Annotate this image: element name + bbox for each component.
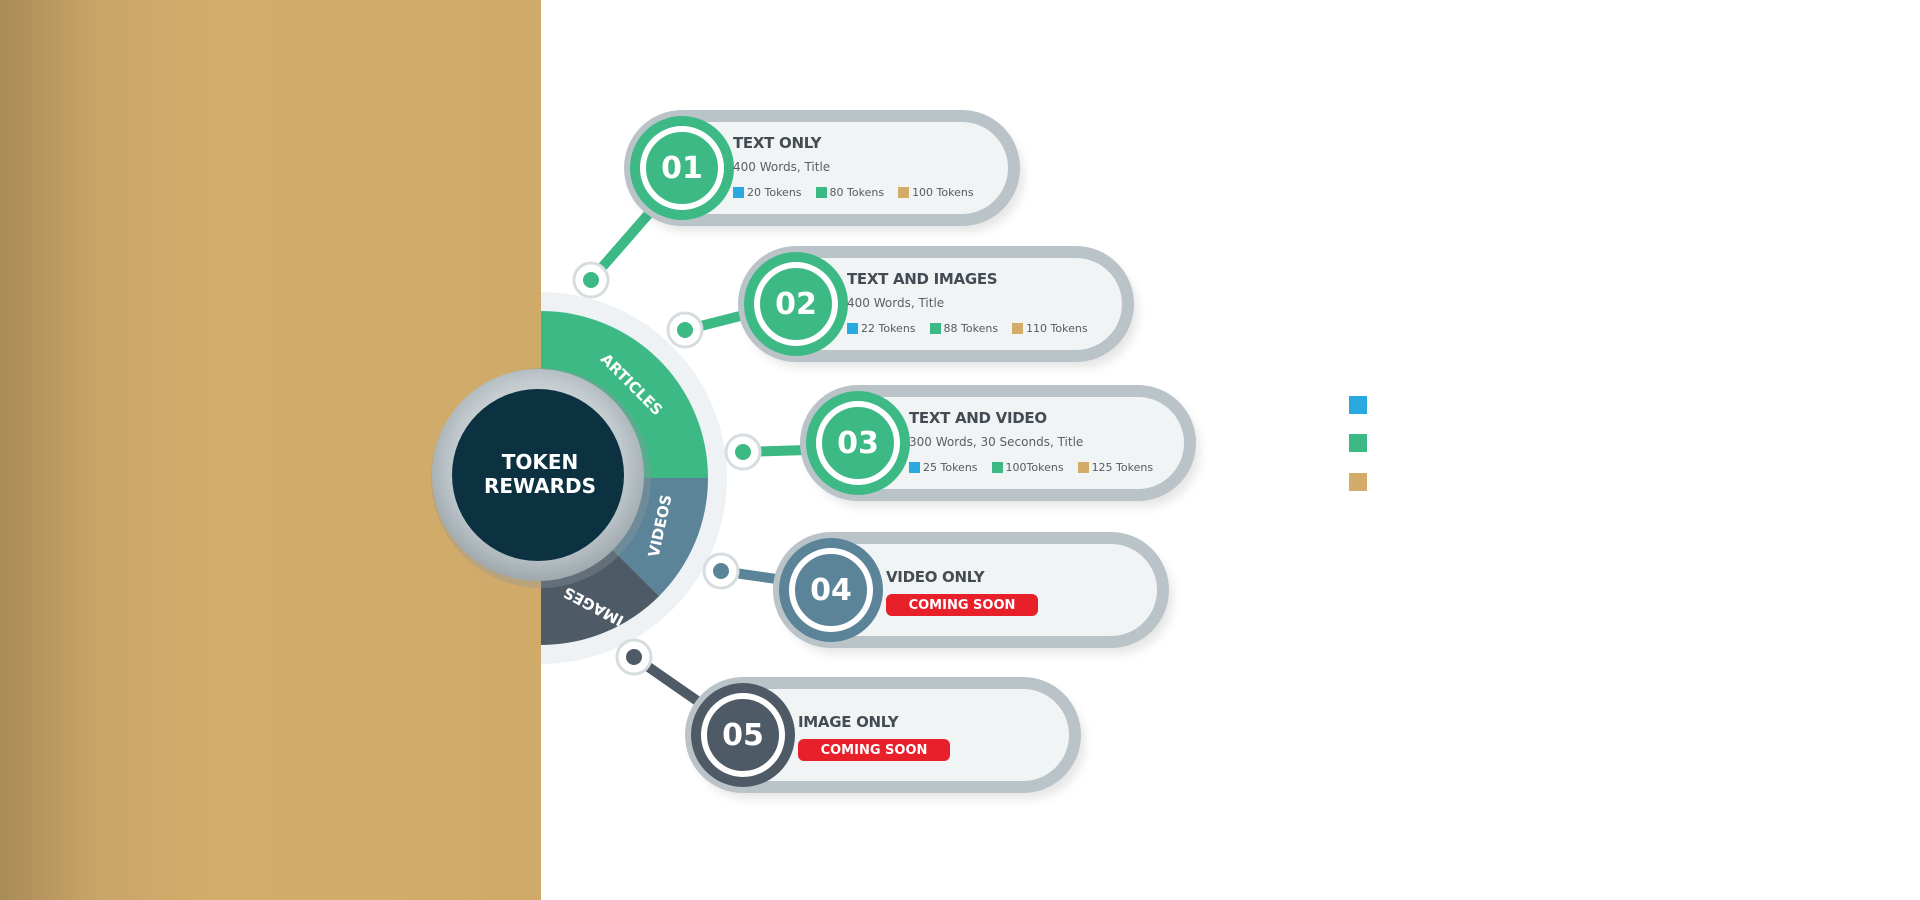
token-row-02: 22 Tokens 88 Tokens 110 Tokens — [847, 322, 1102, 335]
hub-title: TOKEN REWARDS — [454, 450, 626, 498]
item-title-01: TEXT ONLY — [733, 134, 822, 152]
item-title-03: TEXT AND VIDEO — [909, 409, 1047, 427]
token-row-03: 25 Tokens 100Tokens 125 Tokens — [909, 461, 1167, 474]
coming-soon-badge-05: COMING SOON — [798, 739, 950, 761]
blue-swatch — [847, 323, 858, 334]
token-value: 20 Tokens — [747, 186, 802, 199]
side-legend-gold-square — [1349, 473, 1367, 491]
number-badge-inner-05: 05 — [701, 693, 785, 777]
token-value: 88 Tokens — [943, 322, 999, 335]
item-number-01: 01 — [661, 150, 703, 186]
connector-dot-02 — [666, 311, 704, 349]
token-row-01: 20 Tokens 80 Tokens 100 Tokens — [733, 186, 988, 199]
green-swatch — [929, 323, 941, 334]
token-value: 22 Tokens — [861, 322, 916, 335]
connector-dot-03 — [724, 433, 762, 471]
item-number-05: 05 — [722, 717, 764, 753]
item-card-05: 05 IMAGE ONLY COMING SOON — [691, 683, 1069, 787]
connector-dot-01 — [572, 261, 610, 299]
item-card-01: 01 TEXT ONLY 400 Words, Title 20 Tokens … — [630, 116, 1008, 220]
item-number-03: 03 — [837, 425, 879, 461]
number-badge-02: 02 — [744, 252, 848, 356]
connector-dot-05 — [615, 638, 653, 676]
item-subtitle-01: 400 Words, Title — [733, 160, 831, 174]
item-title-02: TEXT AND IMAGES — [847, 270, 998, 288]
item-title-04: VIDEO ONLY — [886, 568, 985, 586]
token-value: 125 Tokens — [1091, 461, 1154, 474]
number-badge-inner-02: 02 — [754, 262, 838, 346]
side-legend-green-square — [1349, 434, 1367, 452]
blue-swatch — [733, 187, 744, 198]
number-badge-inner-04: 04 — [789, 548, 873, 632]
gold-swatch — [898, 187, 910, 198]
item-card-03: 03 TEXT AND VIDEO 300 Words, 30 Seconds,… — [806, 391, 1184, 495]
number-badge-05: 05 — [691, 683, 795, 787]
gold-swatch — [1077, 462, 1089, 473]
number-badge-03: 03 — [806, 391, 910, 495]
item-subtitle-02: 400 Words, Title — [847, 296, 945, 310]
item-subtitle-03: 300 Words, 30 Seconds, Title — [909, 435, 1084, 449]
gold-swatch — [1012, 323, 1024, 334]
token-value: 110 Tokens — [1026, 322, 1088, 335]
green-swatch — [991, 462, 1003, 473]
green-swatch — [815, 187, 827, 198]
number-badge-inner-01: 01 — [640, 126, 724, 210]
token-value: 80 Tokens — [829, 186, 885, 199]
hub-title-line1: TOKEN — [501, 450, 579, 474]
number-badge-inner-03: 03 — [816, 401, 900, 485]
token-value: 100Tokens — [1005, 461, 1064, 474]
item-card-02: 02 TEXT AND IMAGES 400 Words, Title 22 T… — [744, 252, 1122, 356]
coming-soon-badge-04: COMING SOON — [886, 594, 1038, 616]
hub-center — [452, 389, 624, 561]
item-title-05: IMAGE ONLY — [798, 713, 899, 731]
hub-title-line2: REWARDS — [483, 474, 597, 498]
side-legend-blue-square — [1349, 396, 1367, 414]
token-value: 100 Tokens — [912, 186, 974, 199]
connector-dot-04 — [702, 552, 740, 590]
item-number-04: 04 — [810, 572, 852, 608]
blue-swatch — [909, 462, 920, 473]
number-badge-04: 04 — [779, 538, 883, 642]
item-card-04: 04 VIDEO ONLY COMING SOON — [779, 538, 1157, 642]
number-badge-01: 01 — [630, 116, 734, 220]
item-number-02: 02 — [775, 286, 817, 322]
token-value: 25 Tokens — [923, 461, 978, 474]
